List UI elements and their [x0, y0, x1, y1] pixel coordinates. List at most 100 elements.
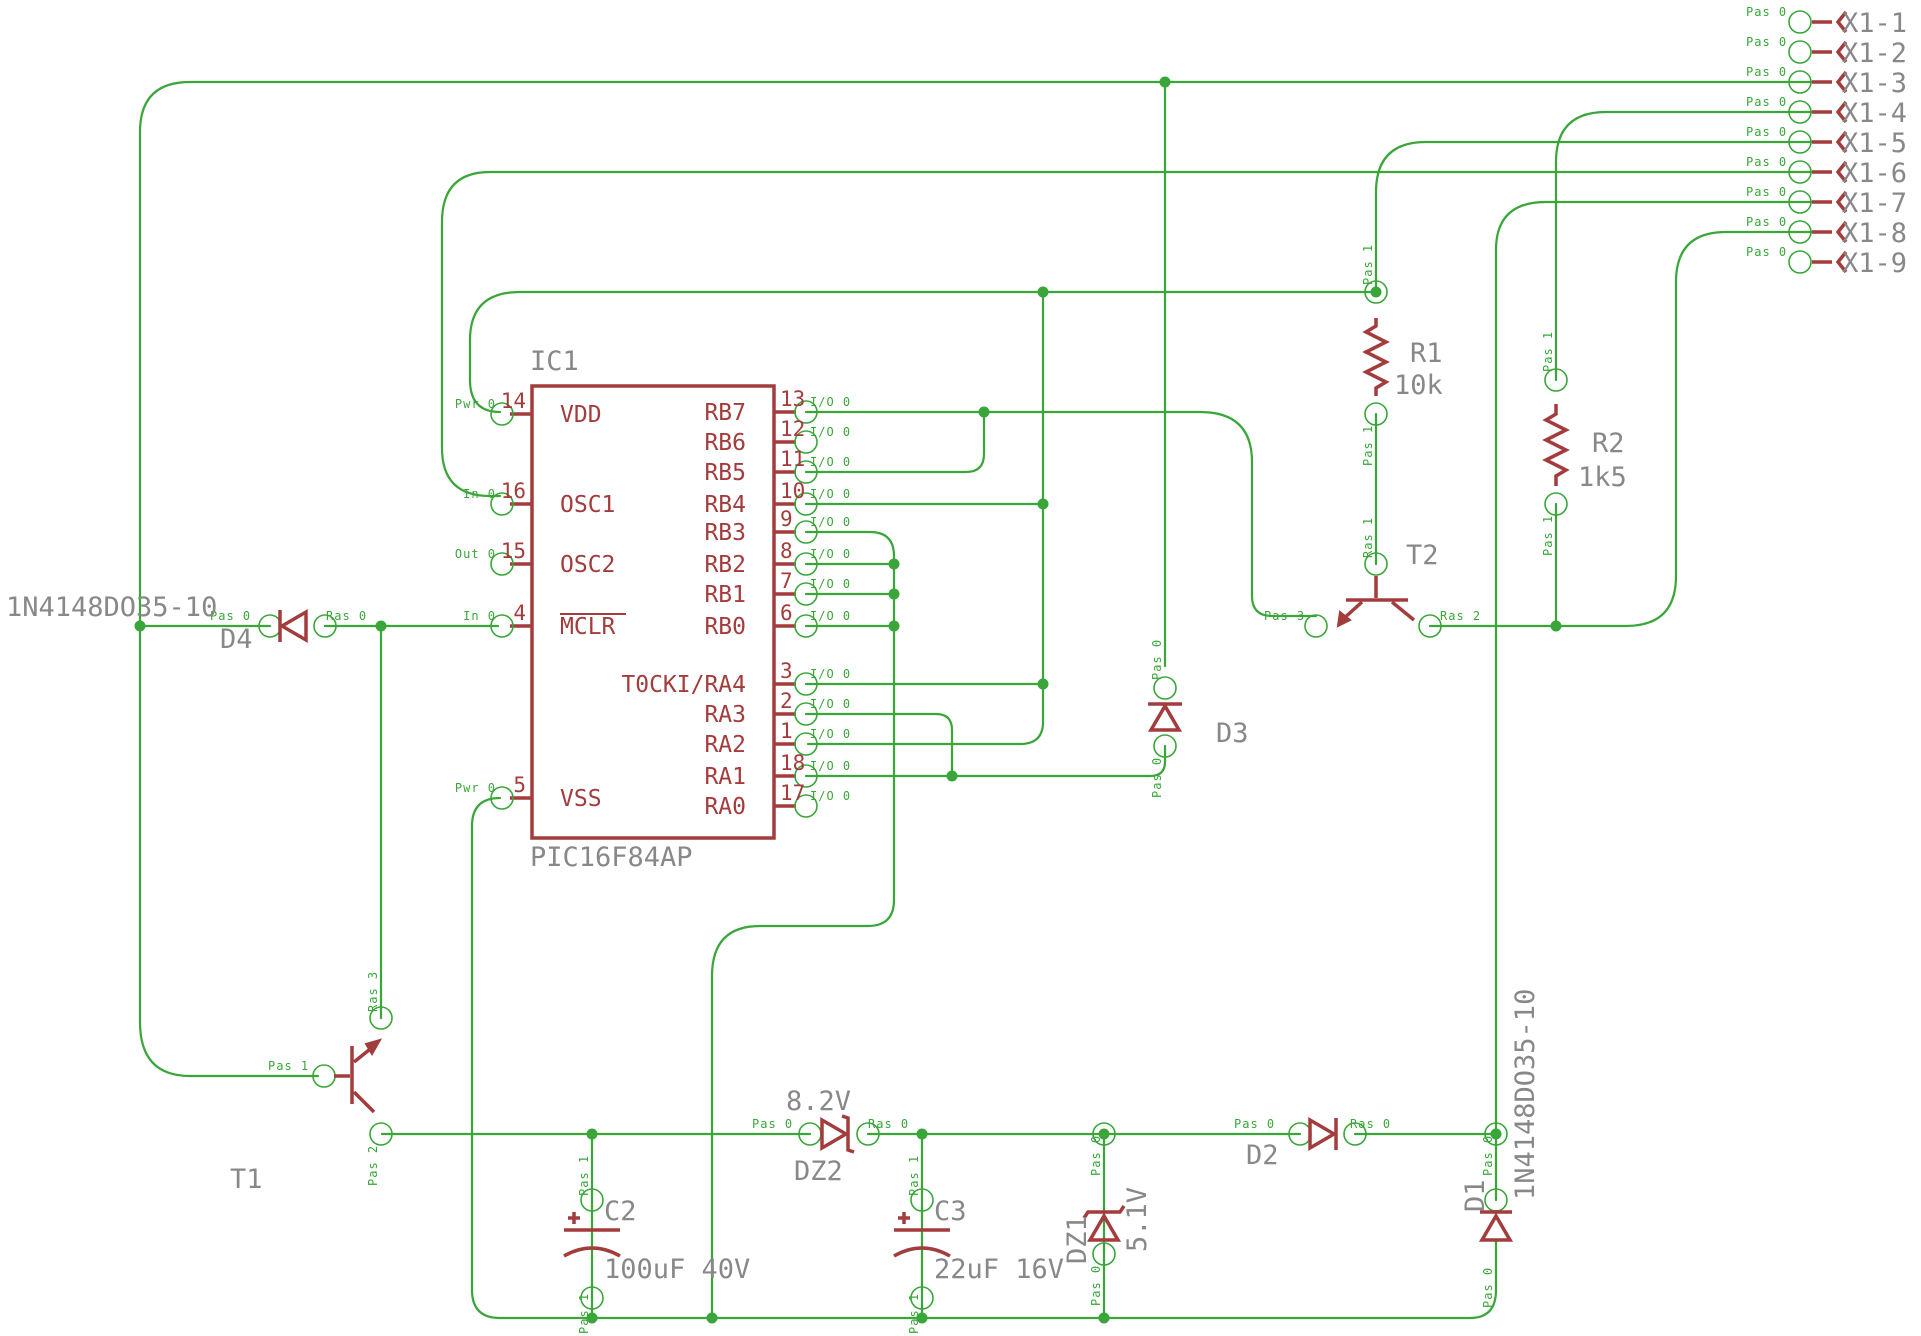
d4-pad-a-label: Pas 0: [210, 609, 251, 623]
junction: [1550, 620, 1562, 632]
pin-type-label: I/O 0: [810, 395, 851, 409]
pin-pad: [490, 492, 514, 516]
diode-d1[interactable]: Pas 0 Pas 0 D1 1N4148DO35-10: [1460, 989, 1541, 1308]
d3-triangle: [1147, 702, 1183, 732]
resistor-r1[interactable]: Pas 1 Pas 1 R1 10k: [1361, 244, 1443, 466]
d2-name: D2: [1246, 1140, 1279, 1171]
resistor-r2[interactable]: Pas 1 Pas 1 R2 1k5: [1541, 331, 1627, 556]
wire-vss-rail: [470, 796, 1498, 1320]
r2-pad-label-bottom: Pas 1: [1541, 515, 1555, 556]
r2-value: 1k5: [1578, 462, 1627, 493]
diode-d4[interactable]: Pas 0 Ras 0 1N4148DO35-10 D4: [6, 592, 367, 655]
pin-type-label: In 0: [463, 487, 496, 501]
wire-rb7-t2: [804, 410, 1318, 618]
t1-pad-e: [369, 1122, 393, 1146]
t2-pad-b: [1304, 614, 1328, 638]
connector-pin-label: X1-6: [1842, 158, 1907, 189]
pin-number: 7: [780, 569, 793, 593]
connector-pad-label: Pas 0: [1746, 215, 1787, 229]
connector-pad: [1788, 70, 1812, 94]
transistor-t2[interactable]: Ras 1 Pas 3 Ras 2 T2: [1264, 517, 1481, 638]
pin-name: RB0: [704, 614, 746, 640]
pin-pad: [794, 430, 818, 454]
pin-type-label: Pwr 0: [455, 781, 496, 795]
t1-name: T1: [230, 1164, 263, 1195]
connector-contact: [1835, 70, 1848, 94]
d4-value: 1N4148DO35-10: [6, 592, 217, 623]
junction: [1098, 1128, 1110, 1140]
c3-pad-label-bottom: Pas 1: [907, 1293, 921, 1334]
r1-body: [1362, 318, 1390, 396]
diode-d3[interactable]: Pas 0 Pas 0 D3: [1147, 639, 1249, 798]
dz2-value: 8.2V: [786, 1086, 851, 1117]
wires: [138, 20, 1832, 1320]
pin-pad: [794, 794, 818, 818]
t1-pad-e-label: Pas 2: [366, 1145, 380, 1186]
pin-number: 9: [780, 507, 793, 531]
pin-number: 11: [780, 447, 805, 471]
c2-pad-top: [580, 1188, 604, 1212]
d2-pad-k: [1343, 1122, 1367, 1146]
connector-pin-label: X1-4: [1842, 98, 1907, 129]
connector-pad: [1788, 160, 1812, 184]
wire-bus-ra2: [806, 290, 1045, 746]
d2-pad-k-label: Ras 0: [1350, 1117, 1391, 1131]
connector-pad-label: Pas 0: [1746, 155, 1787, 169]
pin-pad: [794, 582, 818, 606]
capacitor-c2[interactable]: Pas 1 Pas 1 C2 100uF 40V: [563, 1155, 750, 1334]
capacitor-c3[interactable]: Pas 1 Pas 1 C3 22uF 16V: [893, 1155, 1064, 1334]
d4-name: D4: [220, 624, 253, 655]
d3-pad-top: [1153, 676, 1177, 700]
r2-pad-label: Pas 1: [1541, 331, 1555, 372]
junction: [1037, 286, 1049, 298]
wire-x1-3-loop: [138, 80, 1815, 1078]
diode-d2[interactable]: Pas 0 Ras 0 D2: [1234, 1116, 1391, 1171]
c2-name: C2: [604, 1196, 637, 1227]
t1-arrow: [364, 1038, 383, 1056]
pin-pad: [794, 672, 818, 696]
d4-triangle: [278, 608, 308, 644]
connector-pin-x1-6[interactable]: Pas 0 X1-6: [1746, 155, 1907, 189]
pin-number: 18: [780, 751, 805, 775]
connector-pin-label: X1-2: [1842, 38, 1907, 69]
zener-dz1[interactable]: Pas 0 Pas 0 DZ1 5.1V: [1062, 1122, 1153, 1306]
transistor-t1[interactable]: Pas 1 Ras 3 Pas 2 T1: [230, 971, 393, 1195]
dz2-pad-k-label: Ras 0: [868, 1117, 909, 1131]
pin-name: MCLR: [560, 614, 616, 640]
d1-value: 1N4148DO35-10: [1510, 989, 1541, 1200]
dz1-pad-label-top: Pas 0: [1089, 1135, 1103, 1176]
c2-plate-bottom: [563, 1246, 621, 1258]
zener-dz2[interactable]: Pas 0 Ras 0 8.2V DZ2: [752, 1086, 909, 1187]
connector-pad-label: Pas 0: [1746, 5, 1787, 19]
pin-number: 6: [780, 601, 793, 625]
pin-pad: [794, 400, 818, 424]
